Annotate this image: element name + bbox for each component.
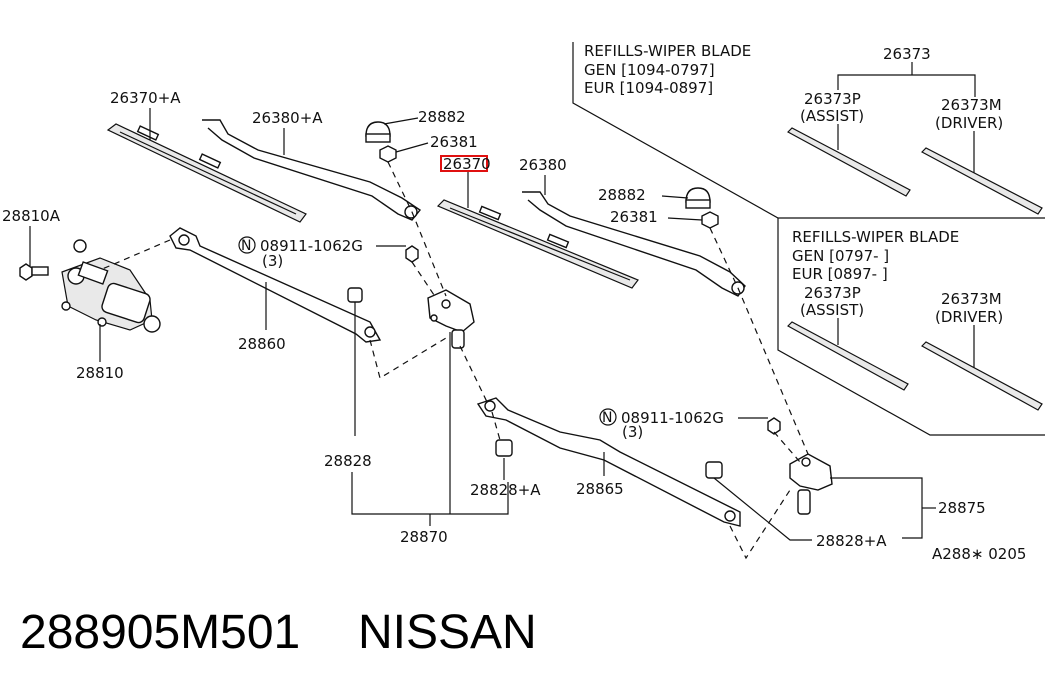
- label-28860[interactable]: 28860: [238, 335, 286, 353]
- refills-2-driver-part[interactable]: 26373M: [941, 290, 1002, 308]
- refills-1-eur: EUR [1094-0897]: [584, 79, 713, 97]
- nut-right[interactable]: [701, 211, 719, 229]
- nut-left[interactable]: [379, 145, 397, 163]
- link-rod-upper[interactable]: [169, 227, 382, 343]
- refill-strip-driver-1[interactable]: [921, 147, 1043, 215]
- n-mark-right: N: [602, 410, 612, 426]
- refill-strip-assist-2[interactable]: [787, 321, 909, 391]
- refills-1-assist-part[interactable]: 26373P: [804, 90, 861, 108]
- refills-1-group[interactable]: 26373: [883, 45, 931, 63]
- label-bolt-left-qty: (3): [262, 252, 283, 270]
- refills-panel-1: REFILLS-WIPER BLADE GEN [1094-0797] EUR …: [584, 42, 1043, 215]
- cap-right[interactable]: [685, 187, 711, 209]
- label-28870[interactable]: 28870: [400, 528, 448, 546]
- bolt-callout-right[interactable]: N 08911-1062G (3): [599, 408, 781, 441]
- refills-2-driver-label: (DRIVER): [935, 308, 1003, 326]
- label-bolt-right-qty: (3): [622, 423, 643, 441]
- wiper-blade-left[interactable]: [106, 123, 307, 223]
- wiper-arm-left[interactable]: [202, 119, 422, 221]
- refills-1-title: REFILLS-WIPER BLADE: [584, 42, 751, 60]
- cap-left[interactable]: [365, 121, 391, 143]
- label-26380[interactable]: 26380: [519, 156, 567, 174]
- refills-1-driver-part[interactable]: 26373M: [941, 96, 1002, 114]
- footer-part-number: 288905M501: [20, 606, 300, 659]
- label-26370[interactable]: 26370: [443, 155, 491, 173]
- label-26381-right[interactable]: 26381: [610, 208, 658, 226]
- refills-1-driver-label: (DRIVER): [935, 114, 1003, 132]
- grommet-left-a[interactable]: [495, 439, 513, 457]
- refill-strip-driver-2[interactable]: [921, 341, 1043, 411]
- n-mark-left: N: [241, 238, 251, 254]
- grommet-left[interactable]: [347, 287, 363, 303]
- label-28810[interactable]: 28810: [76, 364, 124, 382]
- wiper-motor[interactable]: [61, 239, 161, 333]
- label-26380a[interactable]: 26380+A: [252, 109, 323, 127]
- label-28882-left[interactable]: 28882: [418, 108, 466, 126]
- diagram-code: A288∗ 0205: [932, 545, 1026, 563]
- refills-2-assist-label: (ASSIST): [800, 301, 864, 319]
- motor-bolt[interactable]: [19, 263, 49, 281]
- highlight-box: [440, 155, 488, 172]
- refill-strip-assist-1[interactable]: [787, 127, 911, 197]
- refills-2-gen: GEN [0797- ]: [792, 247, 889, 265]
- wiper-blade-right[interactable]: [436, 199, 639, 289]
- refills-1-assist-label: (ASSIST): [800, 107, 864, 125]
- refills-2-title: REFILLS-WIPER BLADE: [792, 228, 959, 246]
- pivot-right[interactable]: [789, 453, 833, 515]
- label-28875[interactable]: 28875: [938, 499, 986, 517]
- footer-brand: NISSAN: [358, 606, 537, 659]
- label-28865[interactable]: 28865: [576, 480, 624, 498]
- link-rod-lower[interactable]: [476, 397, 741, 527]
- refills-1-gen: GEN [1094-0797]: [584, 61, 715, 79]
- refills-2-eur: EUR [0897- ]: [792, 265, 888, 283]
- bolt-callout-left[interactable]: N 08911-1062G (3): [238, 236, 419, 270]
- label-bolt-right[interactable]: 08911-1062G: [621, 409, 724, 427]
- label-26370a[interactable]: 26370+A: [110, 89, 181, 107]
- label-bolt-left[interactable]: 08911-1062G: [260, 237, 363, 255]
- refills-panel-2: REFILLS-WIPER BLADE GEN [0797- ] EUR [08…: [787, 228, 1043, 411]
- label-26381-left[interactable]: 26381: [430, 133, 478, 151]
- refills-panel-outline: [572, 42, 1045, 436]
- pivot-left[interactable]: [427, 289, 475, 349]
- label-28810a[interactable]: 28810A: [2, 207, 61, 225]
- grommet-right[interactable]: [705, 461, 723, 479]
- label-28882-right[interactable]: 28882: [598, 186, 646, 204]
- label-28828a-right[interactable]: 28828+A: [816, 532, 887, 550]
- refills-2-assist-part[interactable]: 26373P: [804, 284, 861, 302]
- label-28828[interactable]: 28828: [324, 452, 372, 470]
- dashed-assembly-lines: [99, 161, 809, 560]
- label-28828a-left[interactable]: 28828+A: [470, 481, 541, 499]
